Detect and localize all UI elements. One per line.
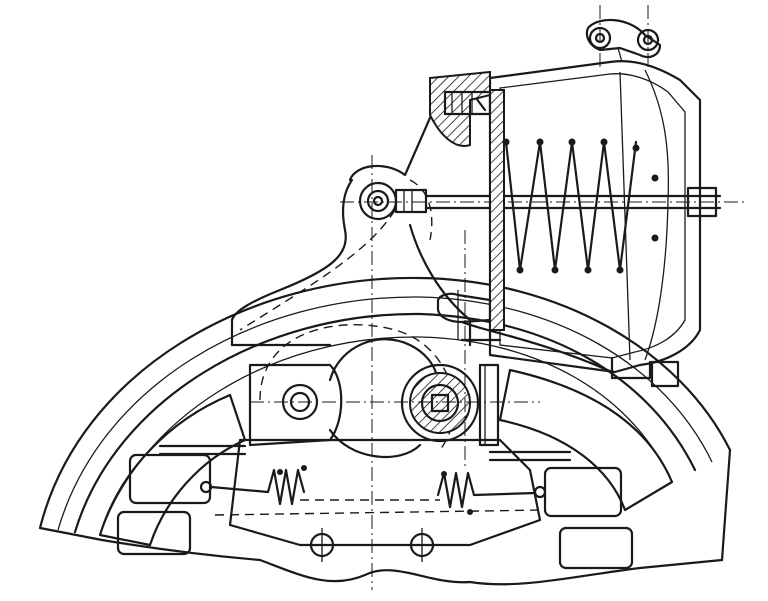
- chamber-linkage: [436, 290, 614, 374]
- push-rod: [340, 186, 745, 218]
- anchor-pin: [305, 528, 439, 562]
- brake-drum: [38, 276, 732, 586]
- brake-shoe-left: [98, 393, 247, 556]
- camshaft: [400, 363, 500, 447]
- slack-adjuster-pivot: [358, 181, 428, 221]
- return-spring-right: [436, 471, 547, 515]
- diaphragm-spring: [502, 138, 659, 274]
- shoe-web-plate: [228, 438, 542, 547]
- air-chamber: [429, 18, 702, 388]
- return-spring-left: [199, 465, 307, 506]
- spring-reference-line: [214, 509, 546, 516]
